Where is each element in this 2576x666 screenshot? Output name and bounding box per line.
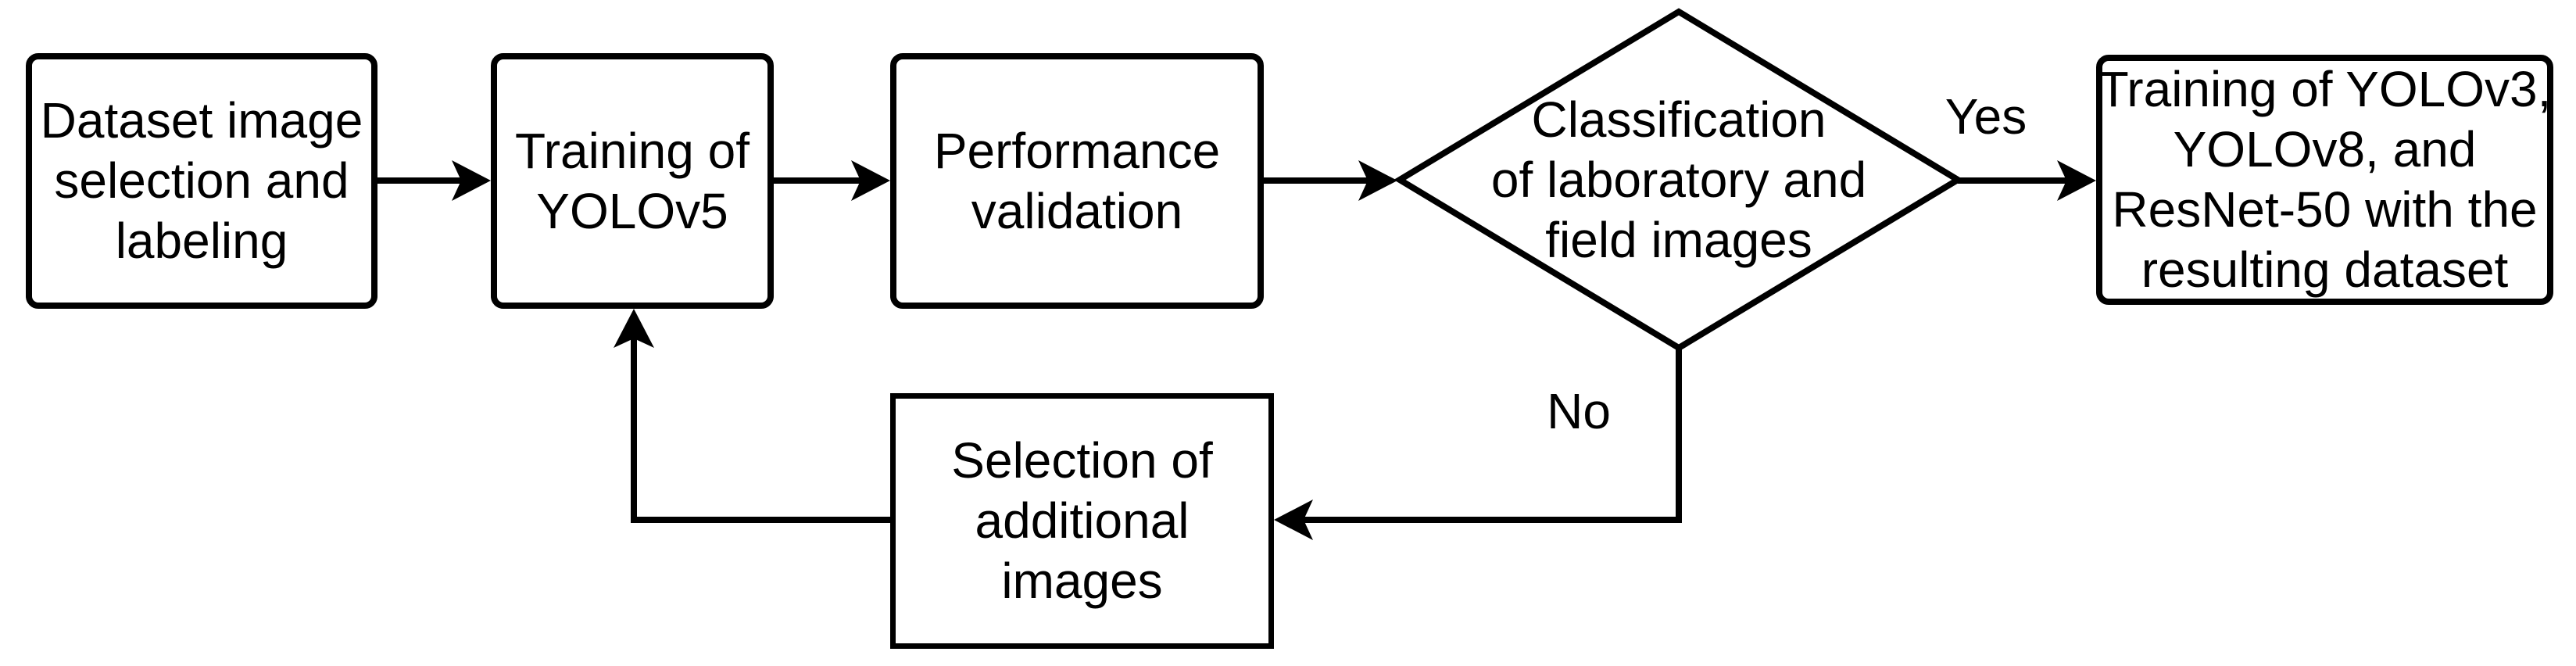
node-classification-line: field images [1545, 211, 1812, 268]
node-training-final-line: YOLOv8, and [2173, 121, 2477, 177]
node-training-yolov5: Training of YOLOv5 [491, 53, 774, 309]
node-performance-validation: Performance validation [890, 53, 1264, 309]
node-classification-line: Classification [1531, 91, 1826, 148]
node-training-yolov5-line: YOLOv5 [536, 182, 728, 239]
node-selection-line: additional [975, 492, 1190, 549]
node-training-final-line: Training of YOLOv3, [2098, 61, 2552, 117]
node-selection-additional-images: Selection of additional images [890, 393, 1274, 649]
edge-decision-yes-arrowhead [2057, 160, 2096, 201]
node-selection-line: Selection of [951, 432, 1213, 489]
node-dataset-line: Dataset image [40, 92, 363, 149]
node-dataset-image-selection: Dataset image selection and labeling [26, 53, 377, 309]
node-training-final-line: ResNet-50 with the [2112, 181, 2538, 238]
edge-label-no: No [1547, 383, 1611, 439]
edge-selection-to-yolov5-arrowhead [614, 309, 654, 348]
node-selection-line: images [1001, 553, 1163, 609]
node-dataset-line: selection and [54, 152, 349, 209]
edge-decision-no-arrowhead [1274, 500, 1313, 540]
edge-label-yes: Yes [1945, 88, 2027, 145]
node-dataset-line: labeling [115, 213, 288, 269]
edge-yolov5-to-validation-arrowhead [851, 160, 890, 201]
node-training-final-models: Training of YOLOv3, YOLOv8, and ResNet-5… [2096, 55, 2553, 305]
node-classification-decision: Classification of laboratory and field i… [1452, 78, 1905, 281]
edge-validation-to-decision-arrowhead [1358, 160, 1397, 201]
edge-selection-to-yolov5-line [631, 338, 890, 523]
node-classification-line: of laboratory and [1490, 151, 1867, 208]
node-training-final-line: resulting dataset [2141, 242, 2509, 298]
node-performance-validation-line: validation [971, 182, 1183, 239]
node-training-yolov5-line: Training of [515, 122, 750, 179]
edge-decision-no-line [1304, 345, 1682, 523]
node-performance-validation-line: Performance [933, 122, 1221, 179]
edge-dataset-to-yolov5-arrowhead [452, 160, 491, 201]
